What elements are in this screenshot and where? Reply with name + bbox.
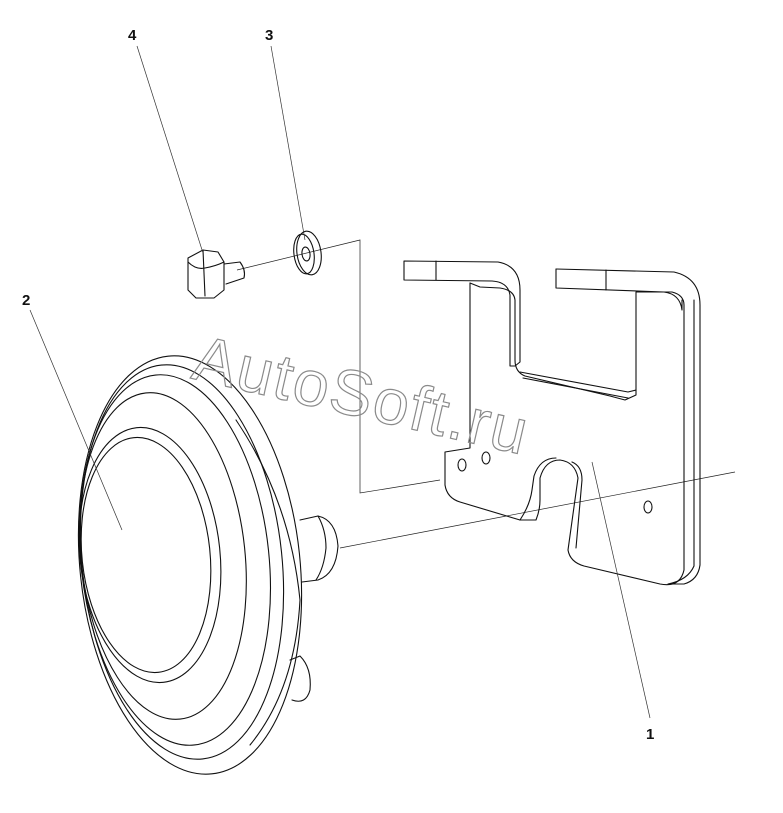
callouts: 1 2 3 4 (22, 27, 654, 743)
callout-1: 1 (646, 726, 654, 743)
part-2-horn (77, 355, 339, 775)
callout-2: 2 (22, 292, 30, 309)
part-1-bracket (403, 260, 701, 586)
part-4-bolt (187, 249, 246, 299)
watermark: AutoSoft.ru (187, 321, 537, 468)
callout-3: 3 (265, 27, 273, 44)
part-3-washer (293, 230, 322, 276)
assembly-axis-lines (236, 239, 736, 549)
callout-4: 4 (128, 27, 137, 44)
leader-lines (29, 45, 651, 719)
